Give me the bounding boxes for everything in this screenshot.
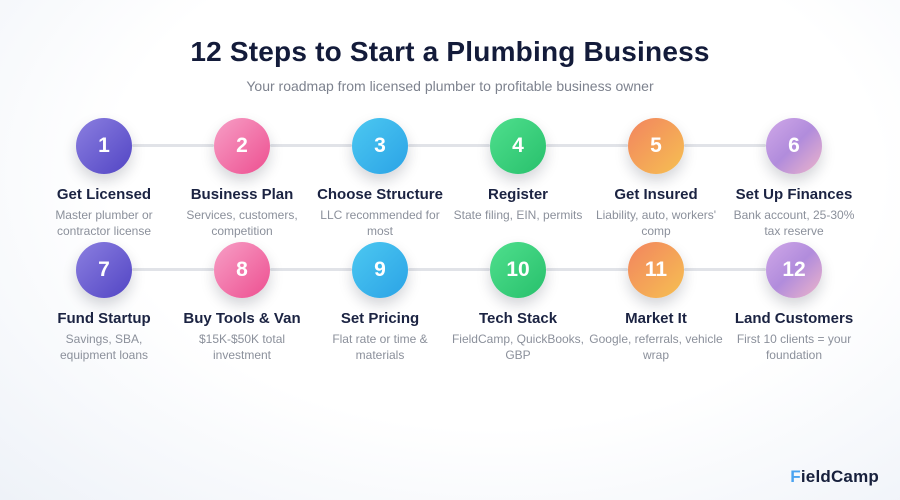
connector-line <box>546 144 628 147</box>
step-description: $15K-$50K total investment <box>198 332 286 362</box>
step-number: 11 <box>644 258 668 281</box>
step-item-11: 11 Market It Google, referrals, vehicle … <box>587 242 725 363</box>
connector-line <box>684 144 766 147</box>
brand-logo-rest: ieldCamp <box>800 467 879 486</box>
header: 12 Steps to Start a Plumbing Business Yo… <box>0 36 900 94</box>
step-title: Buy Tools & Van <box>183 310 301 327</box>
page-subtitle: Your roadmap from licensed plumber to pr… <box>246 78 654 94</box>
step-title: Tech Stack <box>478 310 558 327</box>
step-description: LLC recommended for most <box>320 208 440 238</box>
step-description: Services, customers, competition <box>186 208 298 238</box>
connector-line <box>546 268 628 271</box>
step-number: 1 <box>98 134 110 157</box>
step-title: Register <box>487 186 549 203</box>
connector-line <box>408 144 490 147</box>
step-number: 5 <box>650 134 662 157</box>
step-number-badge: 7 <box>76 242 132 298</box>
step-description: Liability, auto, workers' comp <box>595 208 717 238</box>
connector-line <box>132 268 214 271</box>
step-item-8: 8 Buy Tools & Van $15K-$50K total invest… <box>173 242 311 363</box>
connector-line <box>270 268 352 271</box>
step-item-4: 4 Register State filing, EIN, permits <box>449 118 587 224</box>
step-title: Land Customers <box>734 310 854 327</box>
step-description: State filing, EIN, permits <box>453 208 583 222</box>
step-title: Get Licensed <box>56 186 152 203</box>
step-item-6: 6 Set Up Finances Bank account, 25-30% t… <box>725 118 863 239</box>
step-title: Choose Structure <box>317 186 443 203</box>
step-item-7: 7 Fund Startup Savings, SBA, equipment l… <box>35 242 173 363</box>
step-number: 12 <box>782 258 806 281</box>
step-description: Master plumber or contractor license <box>55 208 153 238</box>
step-item-5: 5 Get Insured Liability, auto, workers' … <box>587 118 725 239</box>
step-description: Google, referrals, vehicle wrap <box>589 332 723 362</box>
step-number-badge: 11 <box>628 242 684 298</box>
step-title: Get Insured <box>614 186 698 203</box>
brand-logo: FieldCamp <box>790 467 879 487</box>
step-number-badge: 10 <box>490 242 546 298</box>
step-title: Set Up Finances <box>735 186 853 203</box>
step-number: 3 <box>374 134 386 157</box>
step-item-10: 10 Tech Stack FieldCamp, QuickBooks, GBP <box>449 242 587 363</box>
step-title: Market It <box>625 310 687 327</box>
connector-line <box>270 144 352 147</box>
step-number-badge: 3 <box>352 118 408 174</box>
step-number-badge: 12 <box>766 242 822 298</box>
step-number: 7 <box>98 258 110 281</box>
step-description: Bank account, 25-30% tax reserve <box>733 208 855 238</box>
step-title: Fund Startup <box>57 310 151 327</box>
step-number-badge: 9 <box>352 242 408 298</box>
step-description: Savings, SBA, equipment loans <box>59 332 149 362</box>
step-number: 6 <box>788 134 800 157</box>
step-number: 4 <box>512 134 524 157</box>
page-title: 12 Steps to Start a Plumbing Business <box>190 36 710 67</box>
step-number-badge: 4 <box>490 118 546 174</box>
step-item-12: 12 Land Customers First 10 clients = you… <box>725 242 863 363</box>
connector-line <box>684 268 766 271</box>
step-title: Business Plan <box>190 186 294 203</box>
step-item-1: 1 Get Licensed Master plumber or contrac… <box>35 118 173 239</box>
step-number-badge: 8 <box>214 242 270 298</box>
step-number: 10 <box>506 258 530 281</box>
step-description: First 10 clients = your foundation <box>736 332 852 362</box>
step-number-badge: 6 <box>766 118 822 174</box>
step-number: 8 <box>236 258 248 281</box>
step-description: FieldCamp, QuickBooks, GBP <box>451 332 585 362</box>
step-title: Set Pricing <box>340 310 420 327</box>
step-number-badge: 1 <box>76 118 132 174</box>
connector-line <box>132 144 214 147</box>
brand-logo-first-letter: F <box>790 467 801 486</box>
step-number-badge: 2 <box>214 118 270 174</box>
connector-line <box>408 268 490 271</box>
step-description: Flat rate or time & materials <box>332 332 428 362</box>
step-item-2: 2 Business Plan Services, customers, com… <box>173 118 311 239</box>
step-number: 9 <box>374 258 386 281</box>
step-item-9: 9 Set Pricing Flat rate or time & materi… <box>311 242 449 363</box>
step-number-badge: 5 <box>628 118 684 174</box>
step-number: 2 <box>236 134 248 157</box>
step-item-3: 3 Choose Structure LLC recommended for m… <box>311 118 449 239</box>
